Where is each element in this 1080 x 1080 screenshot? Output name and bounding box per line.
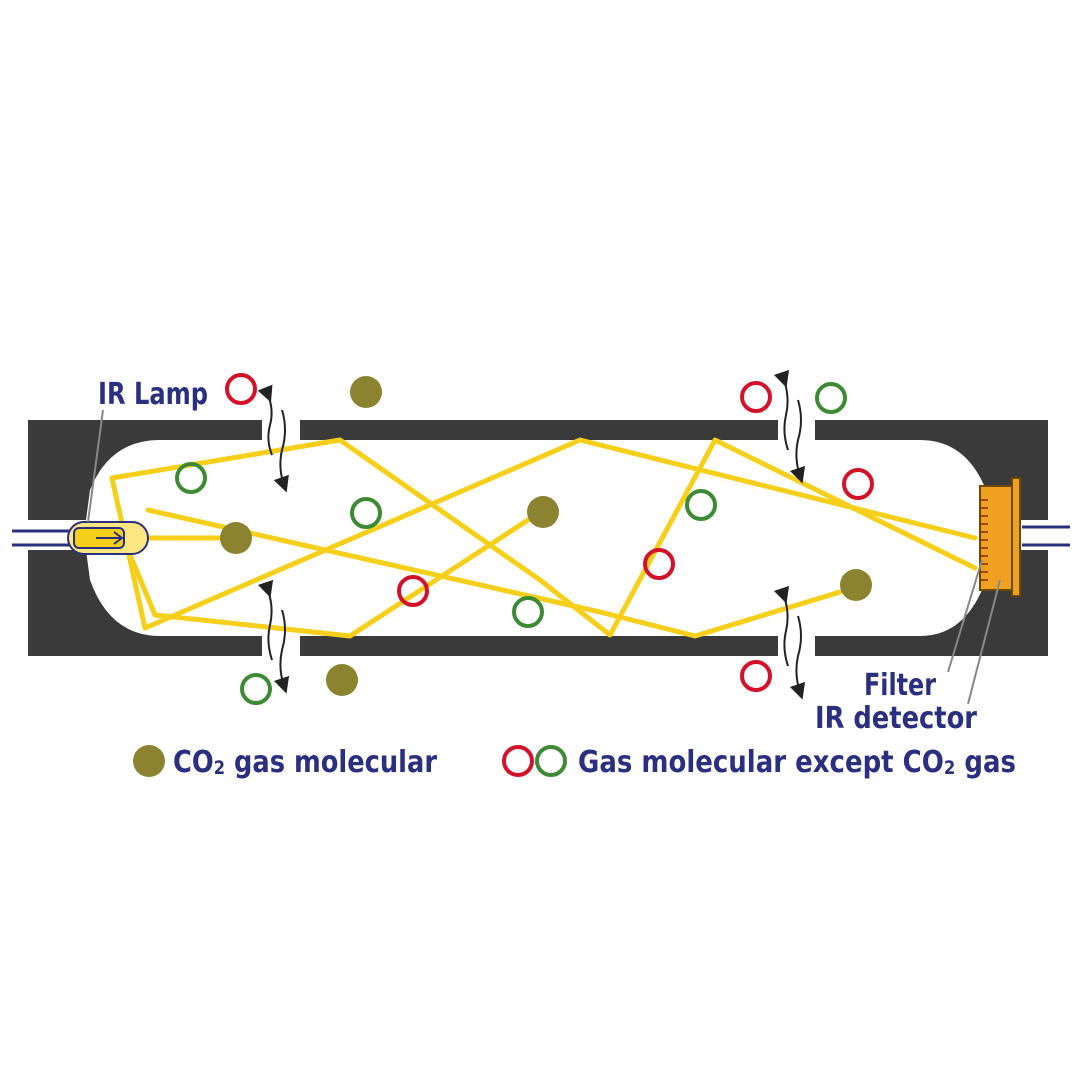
filter-leader-line [947, 559, 983, 673]
co2-molecule [840, 569, 872, 601]
other-molecule-green [815, 382, 847, 414]
ir-lamp-leader-line [87, 409, 104, 523]
legend-other-green-icon [535, 745, 567, 777]
co2-molecule [527, 496, 559, 528]
housing-bottom-middle [300, 636, 778, 656]
legend-co2-label: CO2 gas molecular [173, 745, 437, 780]
double-arrow-icon [773, 585, 806, 700]
other-molecule-red [643, 548, 675, 580]
other-molecule-green [240, 673, 272, 705]
other-molecule-green [685, 489, 717, 521]
other-molecule-red [397, 575, 429, 607]
lamp-wires [12, 529, 70, 547]
legend-co2-icon [133, 745, 165, 777]
other-molecule-green [512, 596, 544, 628]
other-molecule-red [842, 468, 874, 500]
ir-lamp-icon [67, 521, 149, 555]
gas-flow-arrows [257, 369, 806, 700]
other-molecule-green [350, 497, 382, 529]
co2-molecules [220, 376, 872, 696]
housing-left-bottom [28, 550, 262, 656]
housing-left-top [28, 420, 262, 520]
double-arrow-icon [257, 384, 289, 493]
legend: CO2 gas molecular Gas molecular except C… [133, 745, 1016, 780]
legend-other-red-icon [502, 745, 534, 777]
ir-lamp-label: IR Lamp [98, 377, 208, 412]
beam-path [145, 507, 843, 639]
other-gas-molecules [175, 373, 874, 705]
other-molecule-red [740, 381, 772, 413]
other-molecule-red [225, 373, 257, 405]
ir-detector-icon [979, 477, 1021, 597]
ir-detector-leader-line [967, 579, 1001, 705]
filter-label: Filter [864, 668, 936, 703]
other-molecule-green [175, 462, 207, 494]
co2-molecule [326, 664, 358, 696]
ir-detector-label: IR detector [815, 701, 977, 736]
legend-other-label: Gas molecular except CO2 gas [578, 745, 1016, 780]
double-arrow-icon [773, 369, 806, 484]
other-molecule-red [740, 660, 772, 692]
housing-top-middle [300, 420, 778, 440]
double-arrow-icon [257, 579, 290, 694]
detector-wires [1022, 525, 1070, 547]
co2-molecule [350, 376, 382, 408]
co2-molecule [220, 522, 252, 554]
